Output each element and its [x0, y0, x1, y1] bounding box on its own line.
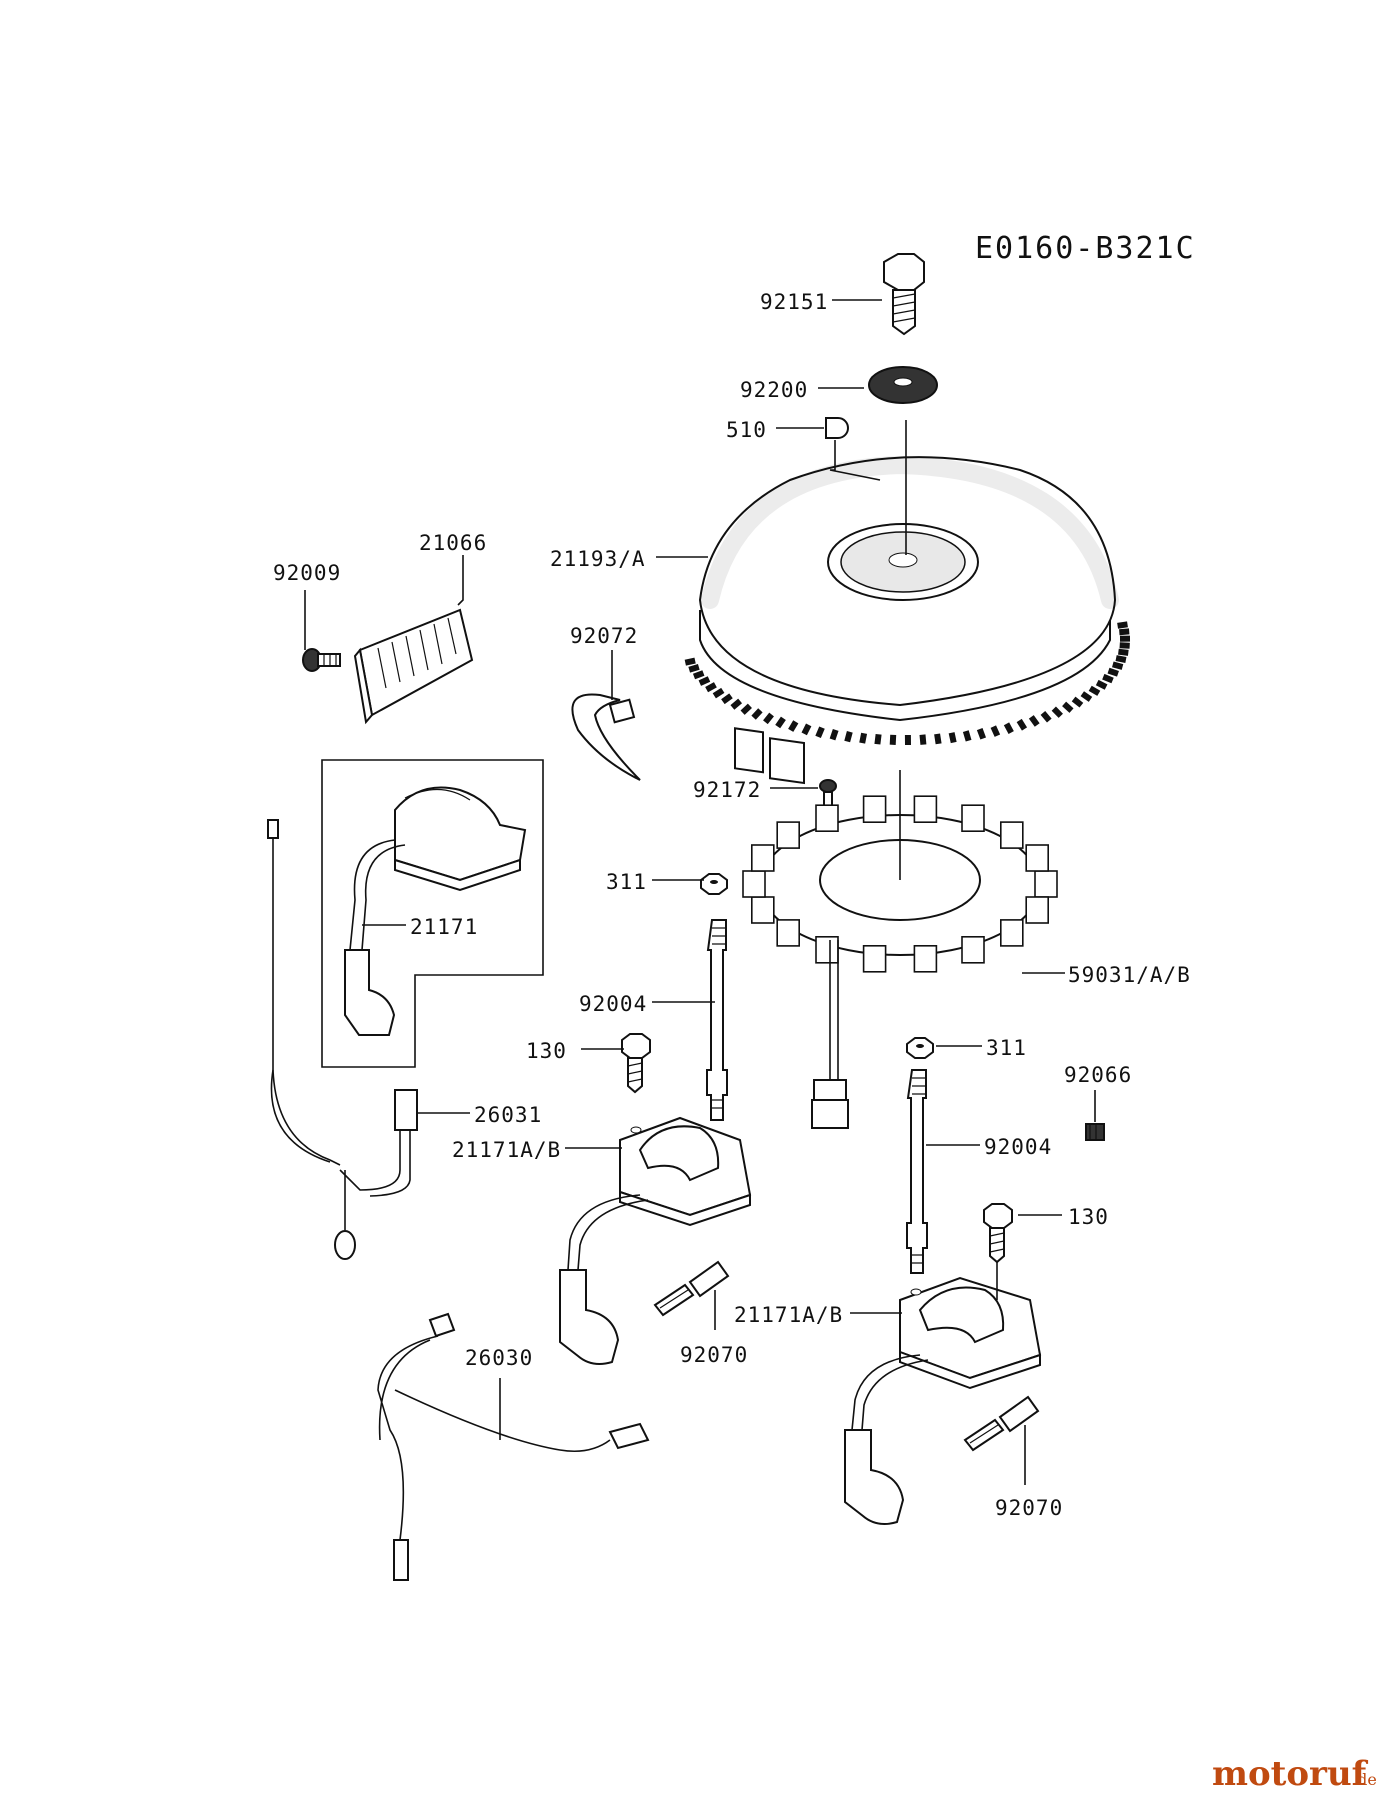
plug-92066	[1085, 1123, 1105, 1141]
stator-pole	[999, 919, 1024, 947]
callout-21171ab-b: 21171A/B	[734, 1303, 843, 1327]
stator-pole	[815, 804, 839, 833]
callout-26031: 26031	[474, 1103, 542, 1127]
callout-21193: 21193/A	[550, 547, 646, 571]
flywheel-21193	[684, 455, 1131, 785]
harness-26031	[267, 819, 418, 1260]
callout-130-b: 130	[1068, 1205, 1109, 1229]
diagram-code: E0160-B321C	[975, 231, 1196, 266]
nut-311-a	[700, 873, 728, 895]
callout-21171: 21171	[410, 915, 478, 939]
bolt-130-a	[621, 1033, 651, 1094]
stator-pole	[742, 870, 766, 898]
regulator-21066	[353, 608, 474, 725]
stud-92004-b	[906, 1069, 928, 1274]
callout-92004-a: 92004	[579, 992, 647, 1016]
callout-92066: 92066	[1064, 1063, 1132, 1087]
callout-92200: 92200	[740, 378, 808, 402]
callout-21171ab-a: 21171A/B	[452, 1138, 561, 1162]
stator-pole	[999, 821, 1024, 849]
callout-311-b: 311	[986, 1036, 1027, 1060]
stator-pole	[961, 804, 985, 833]
stator-pole	[750, 844, 775, 872]
stator-pole	[776, 821, 801, 849]
stator-pole	[1034, 870, 1058, 898]
stator-pole	[750, 896, 775, 924]
callout-92070-a: 92070	[680, 1343, 748, 1367]
stator-pole	[815, 935, 839, 964]
bolt-92151	[883, 253, 925, 336]
stator-pole	[913, 795, 938, 824]
stator-pole	[862, 795, 887, 824]
ignition-coil-21171	[321, 759, 544, 1068]
key-510	[825, 417, 849, 439]
nut-311-b	[906, 1037, 934, 1059]
callout-510: 510	[726, 418, 767, 442]
spark-plug-92070-b	[963, 1395, 1040, 1452]
callout-92072: 92072	[570, 624, 638, 648]
callout-26030: 26030	[465, 1346, 533, 1370]
harness-26030	[377, 1312, 650, 1581]
callout-311-a: 311	[606, 870, 647, 894]
stator-pole	[1025, 844, 1049, 872]
stator-pole	[776, 919, 801, 947]
callout-59031: 59031/A/B	[1068, 963, 1191, 987]
callout-92004-b: 92004	[984, 1135, 1052, 1159]
watermark-brand: motoruf	[1212, 1754, 1369, 1794]
stator-pole	[913, 944, 938, 973]
watermark-suffix: .de	[1352, 1770, 1376, 1789]
coil-module-a	[559, 1116, 752, 1365]
callout-130-a: 130	[526, 1039, 567, 1063]
watermark-logo: motoruf .de	[1212, 1754, 1376, 1794]
callout-92172: 92172	[693, 778, 761, 802]
callout-21066: 21066	[419, 531, 487, 555]
callout-92070-b: 92070	[995, 1496, 1063, 1520]
washer-92200	[868, 366, 938, 404]
coil-module-b	[844, 1276, 1042, 1525]
stator-pole	[862, 944, 887, 973]
band-92072	[571, 693, 641, 781]
stator-pole	[961, 935, 985, 964]
stator-pole	[1025, 896, 1049, 924]
stud-92004-a	[706, 919, 728, 1121]
stator-59031	[742, 795, 1058, 1129]
callout-92009: 92009	[273, 561, 341, 585]
bolt-130-b	[983, 1203, 1013, 1264]
spark-plug-92070-a	[653, 1260, 730, 1317]
callout-92151: 92151	[760, 290, 828, 314]
screw-92009	[302, 648, 341, 672]
leader-lines	[304, 299, 1096, 1485]
